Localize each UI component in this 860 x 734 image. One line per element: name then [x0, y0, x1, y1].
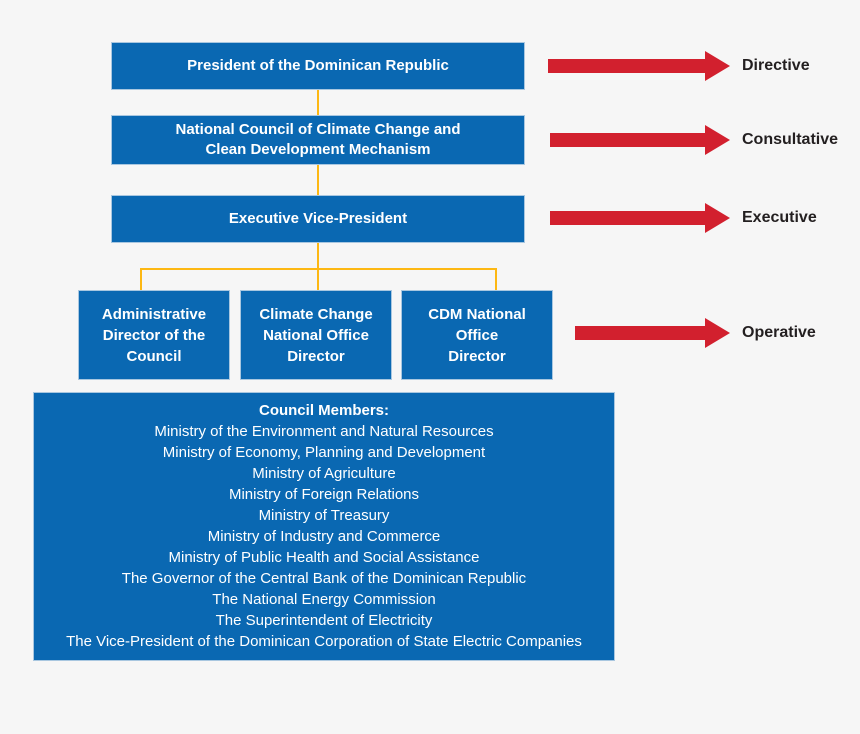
- council-member: The Vice-President of the Dominican Corp…: [66, 633, 582, 650]
- org-box-administrative-director-label: Administrative Director of the Council: [101, 305, 207, 365]
- org-box-climate-change-office-label: Climate Change National Office Director: [259, 305, 373, 365]
- council-member: Ministry of Economy, Planning and Develo…: [162, 444, 486, 461]
- level-row-operative: Operative: [575, 318, 816, 348]
- level-label-directive: Directive: [742, 57, 810, 74]
- right-arrow-icon: [550, 211, 705, 225]
- org-box-climate-change-office: Climate Change National Office Director: [240, 290, 392, 380]
- org-box-president-label: President of the Dominican Republic: [187, 57, 449, 74]
- org-box-national-council-label: National Council of Climate Change and C…: [175, 121, 461, 158]
- level-row-executive: Executive: [550, 203, 817, 233]
- level-label-consultative: Consultative: [742, 131, 839, 148]
- level-row-consultative: Consultative: [550, 125, 838, 155]
- council-member: Ministry of the Environment and Natural …: [154, 423, 494, 440]
- council-members-box: Council Members: Ministry of the Environ…: [33, 392, 615, 661]
- council-member: Ministry of Foreign Relations: [228, 486, 420, 503]
- council-member: Ministry of Industry and Commerce: [207, 528, 441, 545]
- council-member: Ministry of Treasury: [258, 507, 390, 524]
- org-box-evp-label: Executive Vice-President: [228, 210, 408, 227]
- right-arrow-head-icon: [705, 51, 730, 81]
- org-box-cdm-office-label: CDM National Office Director: [428, 305, 526, 365]
- org-box-executive-vice-president: Executive Vice-President: [111, 195, 525, 243]
- org-box-cdm-office: CDM National Office Director: [401, 290, 553, 380]
- right-arrow-icon: [548, 59, 705, 73]
- connector-council-evp: [317, 165, 319, 195]
- level-label-operative: Operative: [742, 324, 816, 341]
- council-member: The Superintendent of Electricity: [215, 612, 433, 629]
- right-arrow-icon: [575, 326, 705, 340]
- right-arrow-icon: [550, 133, 705, 147]
- council-member: Ministry of Public Health and Social Ass…: [168, 549, 480, 566]
- connector-horizontal-branch: [140, 268, 497, 270]
- org-box-administrative-director: Administrative Director of the Council: [78, 290, 230, 380]
- council-members-list: Ministry of the Environment and Natural …: [34, 421, 614, 652]
- right-arrow-head-icon: [705, 125, 730, 155]
- council-member: Ministry of Agriculture: [252, 465, 396, 482]
- council-member: The Governor of the Central Bank of the …: [121, 570, 527, 587]
- connector-president-council: [317, 90, 319, 115]
- right-arrow-head-icon: [705, 203, 730, 233]
- right-arrow-head-icon: [705, 318, 730, 348]
- org-box-national-council: National Council of Climate Change and C…: [111, 115, 525, 165]
- org-box-president: President of the Dominican Republic: [111, 42, 525, 90]
- council-member: The National Energy Commission: [212, 591, 436, 608]
- council-members-title: Council Members:: [258, 402, 390, 419]
- connector-evp-climate-office: [317, 243, 319, 290]
- level-row-directive: Directive: [548, 51, 810, 81]
- connector-stub-admin: [140, 268, 142, 290]
- connector-stub-cdm: [495, 268, 497, 290]
- level-label-executive: Executive: [742, 209, 817, 226]
